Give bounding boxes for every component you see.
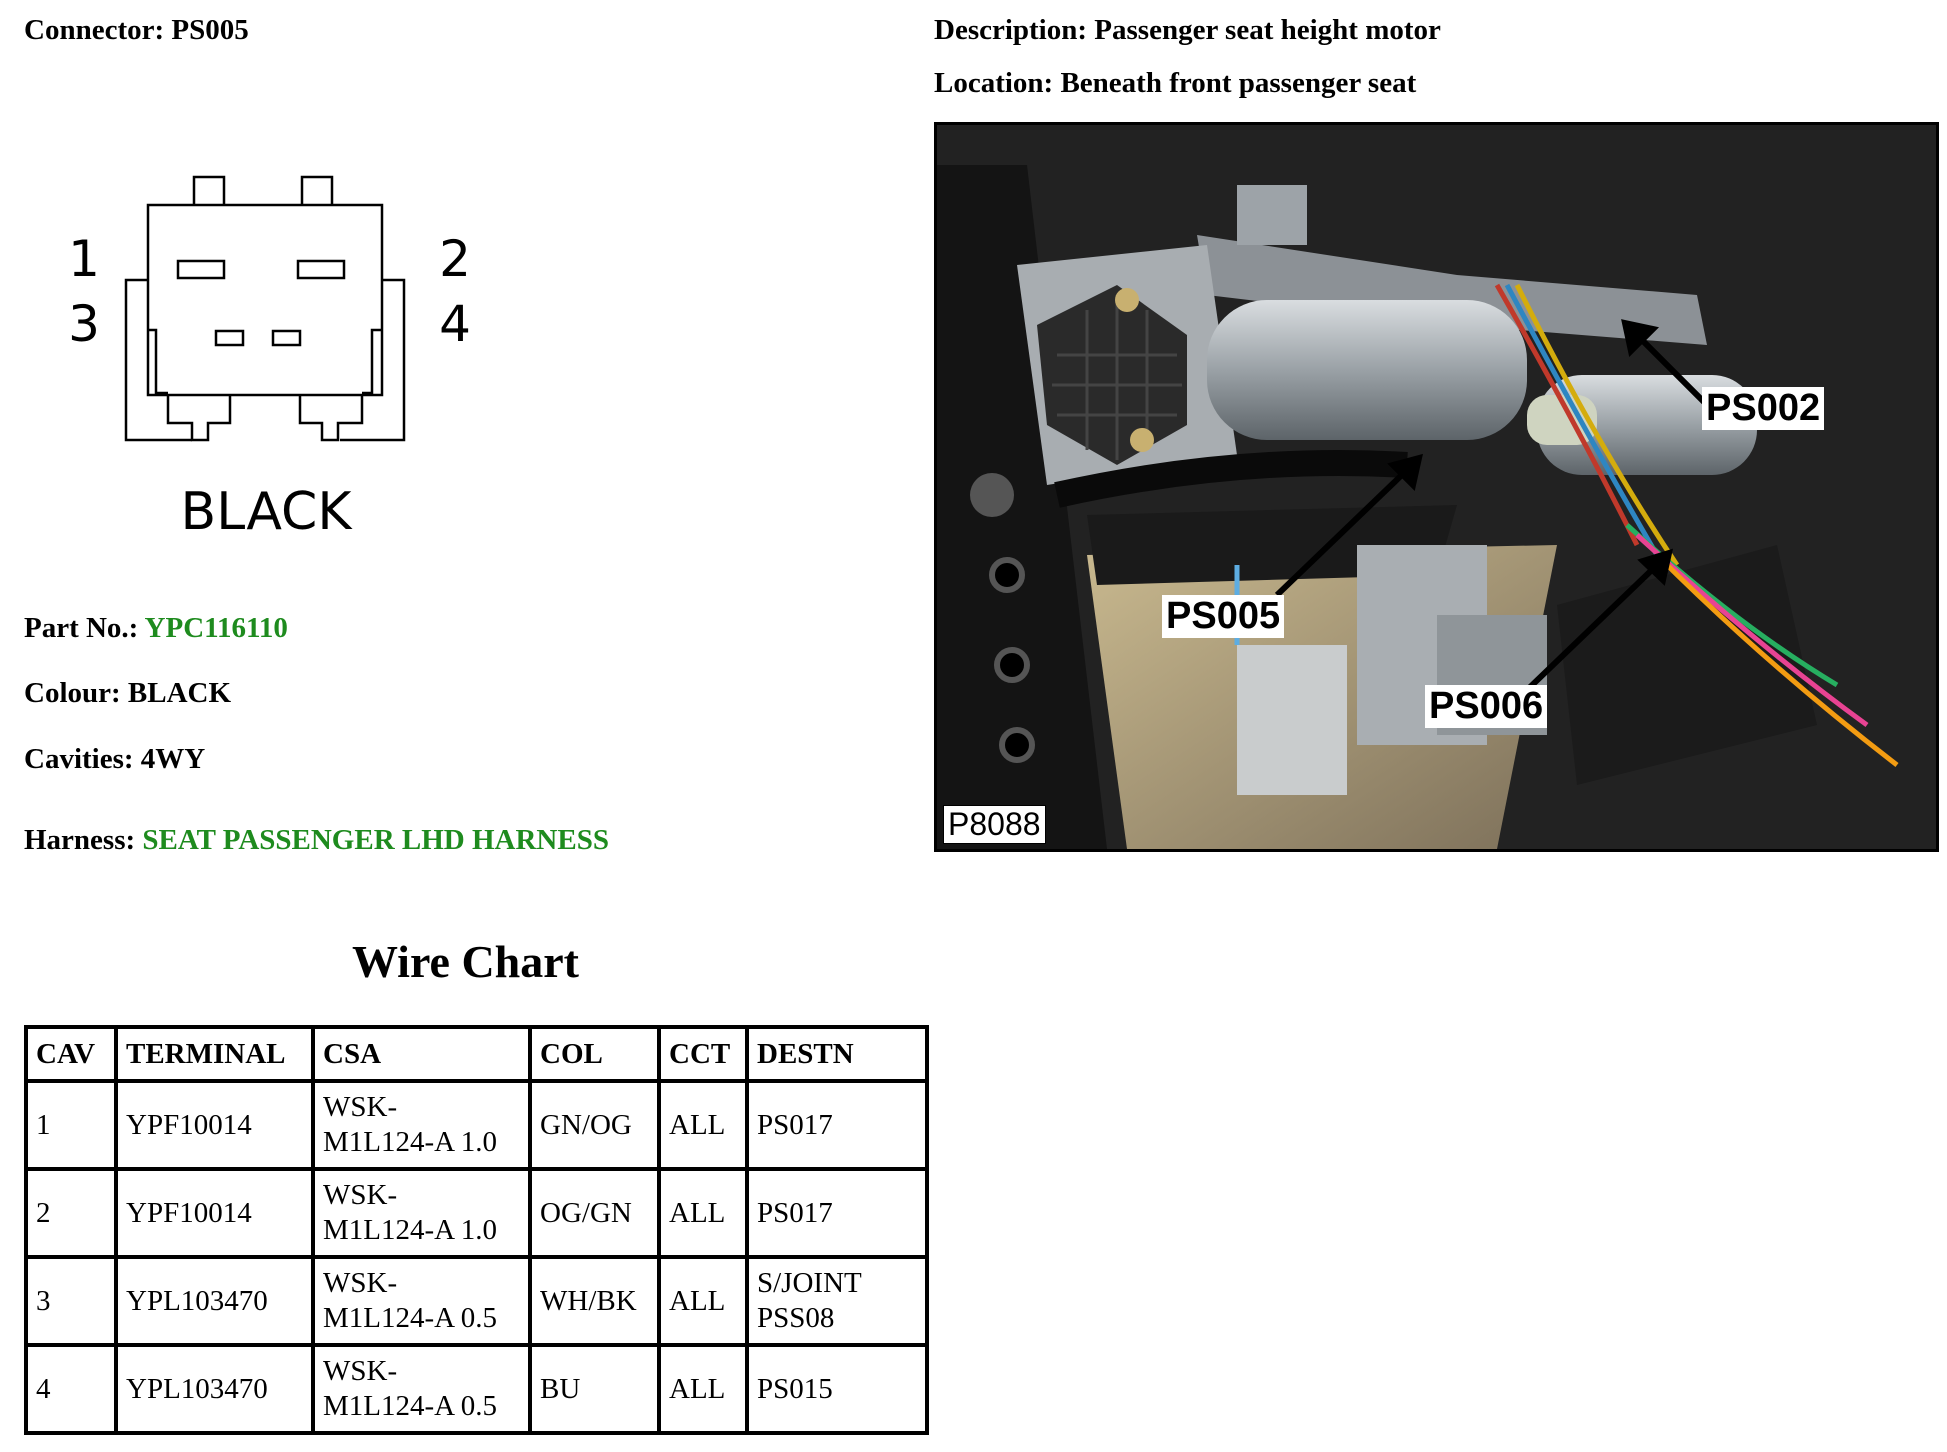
column-header-terminal: TERMINAL (114, 1025, 315, 1083)
cavities-value: 4WY (140, 743, 206, 775)
harness-link[interactable]: SEAT PASSENGER LHD HARNESS (142, 824, 609, 856)
column-header-cct: CCT (657, 1025, 749, 1083)
cell-col: WH/BK (528, 1255, 661, 1347)
colour-label: Colour: (24, 677, 121, 709)
cell-cct: ALL (657, 1079, 749, 1171)
cell-csa: WSK-M1L124-A 1.0 (311, 1167, 532, 1259)
left-inner-guide (148, 328, 168, 395)
cavity-2 (296, 259, 346, 280)
left-outer-guide (124, 278, 192, 442)
location-value: Beneath front passenger seat (1060, 67, 1417, 99)
harness-label: Harness: (24, 824, 136, 856)
csa-line: M1L124-A 0.5 (323, 1390, 497, 1422)
wire-chart-title: Wire Chart (352, 936, 579, 987)
csa-line: M1L124-A 0.5 (323, 1302, 497, 1334)
wire-chart-table: CAV TERMINAL CSA COL CCT DESTN 1 YPF1001… (24, 1025, 929, 1435)
callout-ps005: PS005 (1162, 595, 1285, 638)
location-label: Location: (934, 67, 1054, 99)
table-header-row: CAV TERMINAL CSA COL CCT DESTN (24, 1025, 929, 1083)
cell-col: OG/GN (528, 1167, 661, 1259)
bottom-foot-left (166, 395, 232, 442)
cell-destn: PS017 (745, 1167, 929, 1259)
cell-terminal: YPL103470 (114, 1343, 315, 1435)
pin-label-3: 3 (68, 295, 100, 353)
connector-label: Connector: (24, 14, 165, 46)
cell-col: BU (528, 1343, 661, 1435)
cell-cav: 1 (24, 1079, 118, 1171)
part-no-label: Part No.: (24, 612, 139, 644)
csa-line: WSK- (323, 1179, 398, 1211)
cell-cct: ALL (657, 1343, 749, 1435)
cell-cct: ALL (657, 1167, 749, 1259)
cell-cav: 3 (24, 1255, 118, 1347)
column-header-cav: CAV (24, 1025, 118, 1083)
table-row: 4 YPL103470 WSK-M1L124-A 0.5 BU ALL PS01… (24, 1343, 929, 1435)
table-row: 3 YPL103470 WSK-M1L124-A 0.5 WH/BK ALL S… (24, 1255, 929, 1347)
description-field: Description: Passenger seat height motor (934, 14, 1441, 47)
cell-csa: WSK-M1L124-A 0.5 (311, 1255, 532, 1347)
top-latch-left (192, 175, 226, 205)
top-latch-right (300, 175, 334, 205)
table-row: 2 YPF10014 WSK-M1L124-A 1.0 OG/GN ALL PS… (24, 1167, 929, 1259)
harness-field: Harness: SEAT PASSENGER LHD HARNESS (24, 824, 609, 857)
cell-csa: WSK-M1L124-A 1.0 (311, 1079, 532, 1171)
cavity-3 (214, 329, 245, 347)
csa-line: M1L124-A 1.0 (323, 1126, 497, 1158)
description-label: Description: (934, 14, 1088, 46)
destn-line: PSS08 (757, 1302, 835, 1334)
diagram-colour-caption: BLACK (181, 482, 354, 542)
column-header-csa: CSA (311, 1025, 532, 1083)
destn-line: PS015 (757, 1372, 833, 1405)
pin-label-1: 1 (68, 230, 100, 288)
table-row: 1 YPF10014 WSK-M1L124-A 1.0 GN/OG ALL PS… (24, 1079, 929, 1171)
cell-destn: PS017 (745, 1079, 929, 1171)
location-field: Location: Beneath front passenger seat (934, 67, 1416, 100)
connector-value: PS005 (171, 14, 249, 46)
column-header-col: COL (528, 1025, 661, 1083)
connector-face-diagram: 1 2 3 4 BLACK (68, 175, 471, 542)
column-header-destn: DESTN (745, 1025, 929, 1083)
location-photo-illustration (937, 125, 1936, 849)
csa-line: M1L124-A 1.0 (323, 1214, 497, 1246)
pin-label-2: 2 (439, 230, 471, 288)
part-no-field: Part No.: YPC116110 (24, 612, 288, 645)
connector-body (146, 203, 384, 397)
destn-line: S/JOINT (757, 1267, 862, 1299)
cell-cct: ALL (657, 1255, 749, 1347)
csa-line: WSK- (323, 1267, 398, 1299)
photo-figure-id: P8088 (943, 805, 1046, 844)
destn-line: PS017 (757, 1196, 833, 1229)
cavity-1 (176, 259, 226, 280)
cavities-label: Cavities: (24, 743, 134, 775)
colour-field: Colour: BLACK (24, 677, 231, 710)
cell-cav: 2 (24, 1167, 118, 1259)
cell-terminal: YPF10014 (114, 1167, 315, 1259)
csa-line: WSK- (323, 1355, 398, 1387)
colour-value: BLACK (127, 677, 232, 709)
bottom-foot-right (298, 395, 364, 442)
pin-label-4: 4 (439, 295, 471, 353)
cell-destn: PS015 (745, 1343, 929, 1435)
destn-line: PS017 (757, 1108, 833, 1141)
connector-field: Connector: PS005 (24, 14, 249, 47)
callout-ps002: PS002 (1702, 387, 1825, 430)
cell-cav: 4 (24, 1343, 118, 1435)
cavity-4 (271, 329, 302, 347)
cell-csa: WSK-M1L124-A 0.5 (311, 1343, 532, 1435)
description-value: Passenger seat height motor (1094, 14, 1441, 46)
right-outer-guide (340, 278, 406, 442)
csa-line: WSK- (323, 1091, 398, 1123)
cell-terminal: YPL103470 (114, 1255, 315, 1347)
callout-ps006: PS006 (1425, 685, 1548, 728)
cell-terminal: YPF10014 (114, 1079, 315, 1171)
cell-col: GN/OG (528, 1079, 661, 1171)
right-inner-guide (362, 328, 382, 395)
part-no-link[interactable]: YPC116110 (144, 612, 288, 644)
location-photo: PS002 PS005 PS006 P8088 (934, 122, 1939, 852)
cavities-field: Cavities: 4WY (24, 743, 205, 776)
